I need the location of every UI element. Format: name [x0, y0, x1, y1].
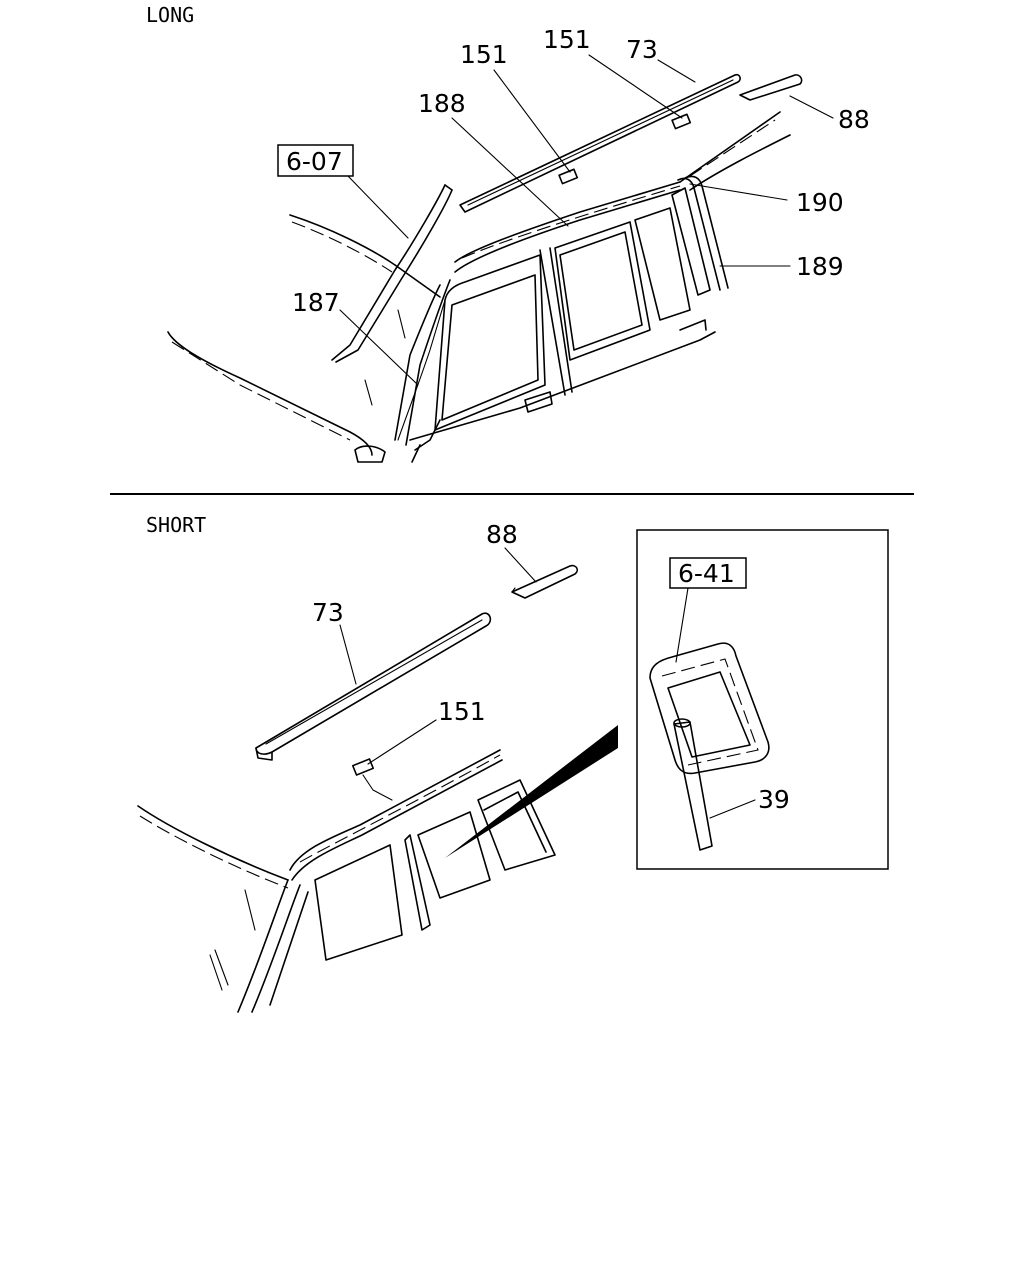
part-label-73-top: 73 — [626, 35, 658, 64]
part-label-151-bottom: 151 — [438, 697, 486, 726]
inset-quarter-window — [649, 642, 770, 851]
part-label-188: 188 — [418, 89, 466, 118]
part-label-187: 187 — [292, 288, 340, 317]
part-label-39: 39 — [758, 785, 790, 814]
short-vehicle-drawing — [137, 564, 618, 1013]
part-label-88-bottom: 88 — [486, 520, 518, 549]
leader-6-41 — [675, 587, 689, 663]
part-label-73-bottom: 73 — [312, 598, 344, 627]
part-label-189: 189 — [796, 252, 844, 281]
part-label-151-left: 151 — [460, 40, 508, 69]
ref-box-6-41 — [669, 557, 747, 589]
ref-label-6-41: 6-41 — [678, 559, 735, 588]
long-vehicle-drawing — [167, 73, 803, 463]
part-label-151-right: 151 — [543, 25, 591, 54]
ref-label-6-07: 6-07 — [286, 147, 343, 176]
part-label-88-top: 88 — [838, 105, 870, 134]
long-leader-lines — [339, 54, 834, 386]
section-label-short: SHORT — [146, 513, 206, 537]
leader-39 — [709, 799, 756, 819]
part-label-190: 190 — [796, 188, 844, 217]
short-leader-lines — [339, 547, 537, 765]
section-label-long: LONG — [146, 3, 194, 27]
ref-box-6-07 — [277, 144, 354, 177]
